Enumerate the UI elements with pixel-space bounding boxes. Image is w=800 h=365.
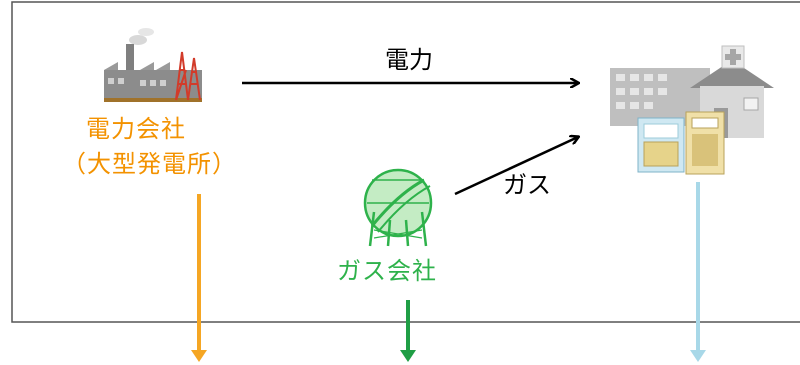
power-company-name: 電力会社 — [86, 115, 186, 143]
building-with-cogeneration-icon — [610, 45, 774, 175]
gas-flow-label: ガス — [503, 171, 551, 199]
power-flow-label: 電力 — [385, 46, 433, 74]
gas-flow-arrow — [454, 137, 578, 196]
frame-border — [11, 1, 800, 323]
gas-company-down-arrow — [400, 300, 416, 362]
gas-company-name: ガス会社 — [337, 257, 437, 285]
power-plant-icon — [104, 28, 202, 102]
power-company-subtitle: （大型発電所） — [62, 150, 237, 178]
consumer-down-arrow — [690, 182, 706, 362]
gas-holder-icon — [363, 168, 433, 247]
power-company-down-arrow — [191, 194, 207, 362]
